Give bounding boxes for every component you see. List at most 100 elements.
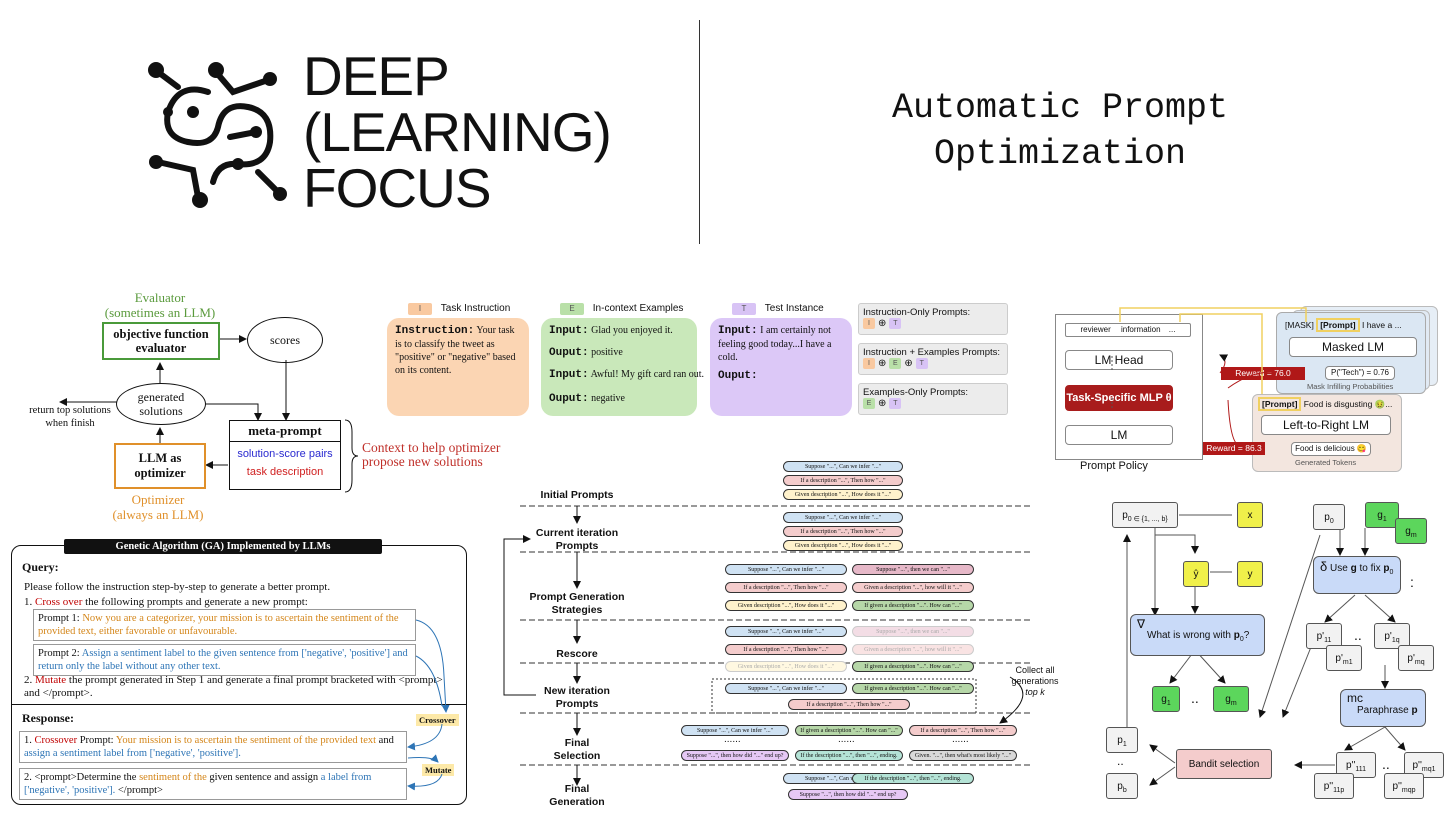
context-note: Context to help optimizer propose new so… bbox=[362, 441, 500, 469]
step2-rest: the prompt generated in Step 1 and gener… bbox=[24, 674, 443, 699]
oplus-icon: ⊕ bbox=[878, 318, 887, 329]
collect-l1: Collect all bbox=[1015, 665, 1055, 675]
collect-l3: top k bbox=[1025, 687, 1045, 697]
paraphrase-p: p bbox=[1411, 705, 1418, 716]
p-dots: .. bbox=[1117, 754, 1124, 768]
pill-cur-3: Given description "...", How does it "..… bbox=[783, 540, 903, 551]
meta-prompt-title: meta-prompt bbox=[230, 421, 340, 442]
node-yhat: ŷ bbox=[1183, 561, 1209, 587]
title-line-2: Optimization bbox=[933, 134, 1187, 174]
prompt-2-text: Assign a sentiment label to the given se… bbox=[38, 648, 408, 672]
node-pm1: p'm1 bbox=[1326, 645, 1362, 671]
ex-text-4: negative bbox=[591, 393, 625, 404]
ltr-prompt: [Prompt] bbox=[1258, 397, 1302, 411]
g-dots: .. bbox=[1191, 690, 1199, 706]
pmq1-label: p'' bbox=[1412, 760, 1422, 771]
stage-fg-l2: Generation bbox=[549, 796, 605, 808]
instruction-card: Instruction: Your task is to classify th… bbox=[387, 318, 529, 416]
fix-a: Use bbox=[1330, 563, 1348, 574]
ex-key-1: Input: bbox=[549, 325, 589, 337]
pmq-sub: mq bbox=[1414, 659, 1425, 666]
g1-right-label: g bbox=[1377, 510, 1383, 521]
stage-rescore: Rescore bbox=[520, 648, 634, 661]
pb-label: p bbox=[1117, 781, 1123, 792]
query-label: Query: bbox=[22, 560, 59, 574]
g3-chip-t: T bbox=[889, 398, 902, 409]
context-line-2: propose new solutions bbox=[362, 454, 483, 469]
test-text: I am certainly not feeling good today...… bbox=[718, 325, 832, 363]
node-gm-left: gm bbox=[1213, 686, 1249, 712]
response-label: Response: bbox=[22, 711, 75, 725]
evaluator-sub-text: (sometimes an LLM) bbox=[104, 305, 216, 320]
policy-tokens: reviewer information ... bbox=[1065, 323, 1191, 337]
pill-gen-2b: Given a description "...", how will it "… bbox=[852, 582, 974, 593]
p0-set-label: p bbox=[1122, 510, 1128, 521]
stage-fs-l2: Selection bbox=[553, 750, 601, 762]
node-p0-right: p0 bbox=[1313, 504, 1345, 530]
pill-init-3: Given description "...", How does it "..… bbox=[783, 489, 903, 500]
token-information: information bbox=[1120, 325, 1161, 334]
pill-cur-2: If a description "...", Then how "..." bbox=[783, 526, 903, 537]
masked-panel: [MASK] [Prompt] I have a ... Masked LM P… bbox=[1276, 312, 1426, 394]
wrong-label: What is wrong with bbox=[1147, 630, 1231, 641]
wrong-sub: 0 bbox=[1239, 636, 1244, 643]
stage-fg-l1: Final bbox=[564, 783, 590, 795]
ga-title: Genetic Algorithm (GA) Implemented by LL… bbox=[64, 539, 382, 554]
p111-sub: 111 bbox=[1355, 766, 1367, 773]
gm-left-label: g bbox=[1225, 694, 1231, 705]
p11p-label: p'' bbox=[1323, 781, 1334, 792]
oplus-icon: ⊕ bbox=[878, 358, 887, 369]
step1-rest: the following prompts and generate a new… bbox=[85, 596, 308, 608]
group-3-label: Examples-Only Prompts: bbox=[863, 387, 969, 398]
prompt-1-box: Prompt 1: Now you are a categorizer, you… bbox=[33, 609, 416, 641]
node-p0-set: p0 ∈ {1, ..., b} bbox=[1112, 502, 1178, 528]
ga-panel: Genetic Algorithm (GA) Implemented by LL… bbox=[11, 539, 467, 805]
legend-chip-e: E bbox=[560, 303, 584, 315]
prompt-2-box: Prompt 2: Assign a sentiment label to th… bbox=[33, 644, 416, 676]
r2-blue: a label from ['negative', 'positive']. bbox=[24, 772, 372, 796]
pill-fs-4: Suppose "...", then how did "..." end up… bbox=[681, 750, 789, 761]
crossover-tag: Crossover bbox=[416, 714, 459, 726]
pill-res-1b: Suppose "...", then we can "..." bbox=[852, 626, 974, 637]
r2-a: 2. <prompt>Determine the bbox=[24, 772, 137, 783]
node-p11p: p''11p bbox=[1314, 773, 1354, 799]
stage-initial: Initial Prompts bbox=[520, 489, 634, 502]
rp0-label: p bbox=[1324, 512, 1330, 523]
delta-symbol: δ bbox=[1320, 559, 1328, 574]
group-instruction-examples: Instruction + Examples Prompts: I⊕E⊕T bbox=[858, 343, 1008, 375]
pill-res-1a: Suppose "...", Can we infer "..." bbox=[725, 626, 847, 637]
test-out: Ouput: bbox=[718, 370, 758, 382]
pill-fs-6: Given. "...", then what's most likely ".… bbox=[909, 750, 1017, 761]
token-ellipsis: ... bbox=[1168, 325, 1176, 334]
edit-colon: : bbox=[1410, 574, 1414, 590]
stage-rescore-label: Rescore bbox=[556, 648, 598, 660]
mlp-box: Task-Specific MLP θ bbox=[1065, 385, 1173, 411]
gen-box: Food is delicious 😋 bbox=[1291, 442, 1371, 456]
fix-sub: 0 bbox=[1389, 569, 1394, 576]
node-gm-right: gm bbox=[1395, 518, 1427, 544]
r2-orange: sentiment of the bbox=[139, 772, 207, 783]
stage-new-l1: New iteration bbox=[544, 685, 610, 697]
pm1-sub: m1 bbox=[1342, 659, 1353, 666]
pmq-label: p' bbox=[1407, 653, 1415, 664]
pill-gen-1b: Suppose "...", then we can "..." bbox=[852, 564, 974, 575]
brand-line-2: (LEARNING) bbox=[303, 101, 612, 163]
mask-caption: Mask Infilling Probabilities bbox=[1307, 382, 1394, 391]
mask-token: [MASK] bbox=[1285, 320, 1314, 330]
g2-chip-i: I bbox=[863, 358, 875, 369]
node-p1: p1 bbox=[1106, 727, 1138, 753]
g1-left-label: g bbox=[1161, 694, 1167, 705]
return-line-1: return top solutions bbox=[29, 405, 111, 416]
paraphrase-label: Paraphrase bbox=[1357, 705, 1409, 716]
ex-key-3: Input: bbox=[549, 369, 589, 381]
prompt-1-text: Now you are a categorizer, your mission … bbox=[38, 613, 399, 637]
ex-text-1: Glad you enjoyed it. bbox=[591, 325, 673, 336]
generated-line-1: generated bbox=[137, 390, 185, 404]
meta-prompt-box: meta-prompt solution-score pairs task de… bbox=[229, 420, 341, 490]
node-pmq: p'mq bbox=[1398, 645, 1434, 671]
p0-set-sub: 0 ∈ {1, ..., b} bbox=[1127, 516, 1168, 523]
legend-chip-i: I bbox=[408, 303, 432, 315]
optimizer-box-line-2: optimizer bbox=[134, 466, 186, 480]
